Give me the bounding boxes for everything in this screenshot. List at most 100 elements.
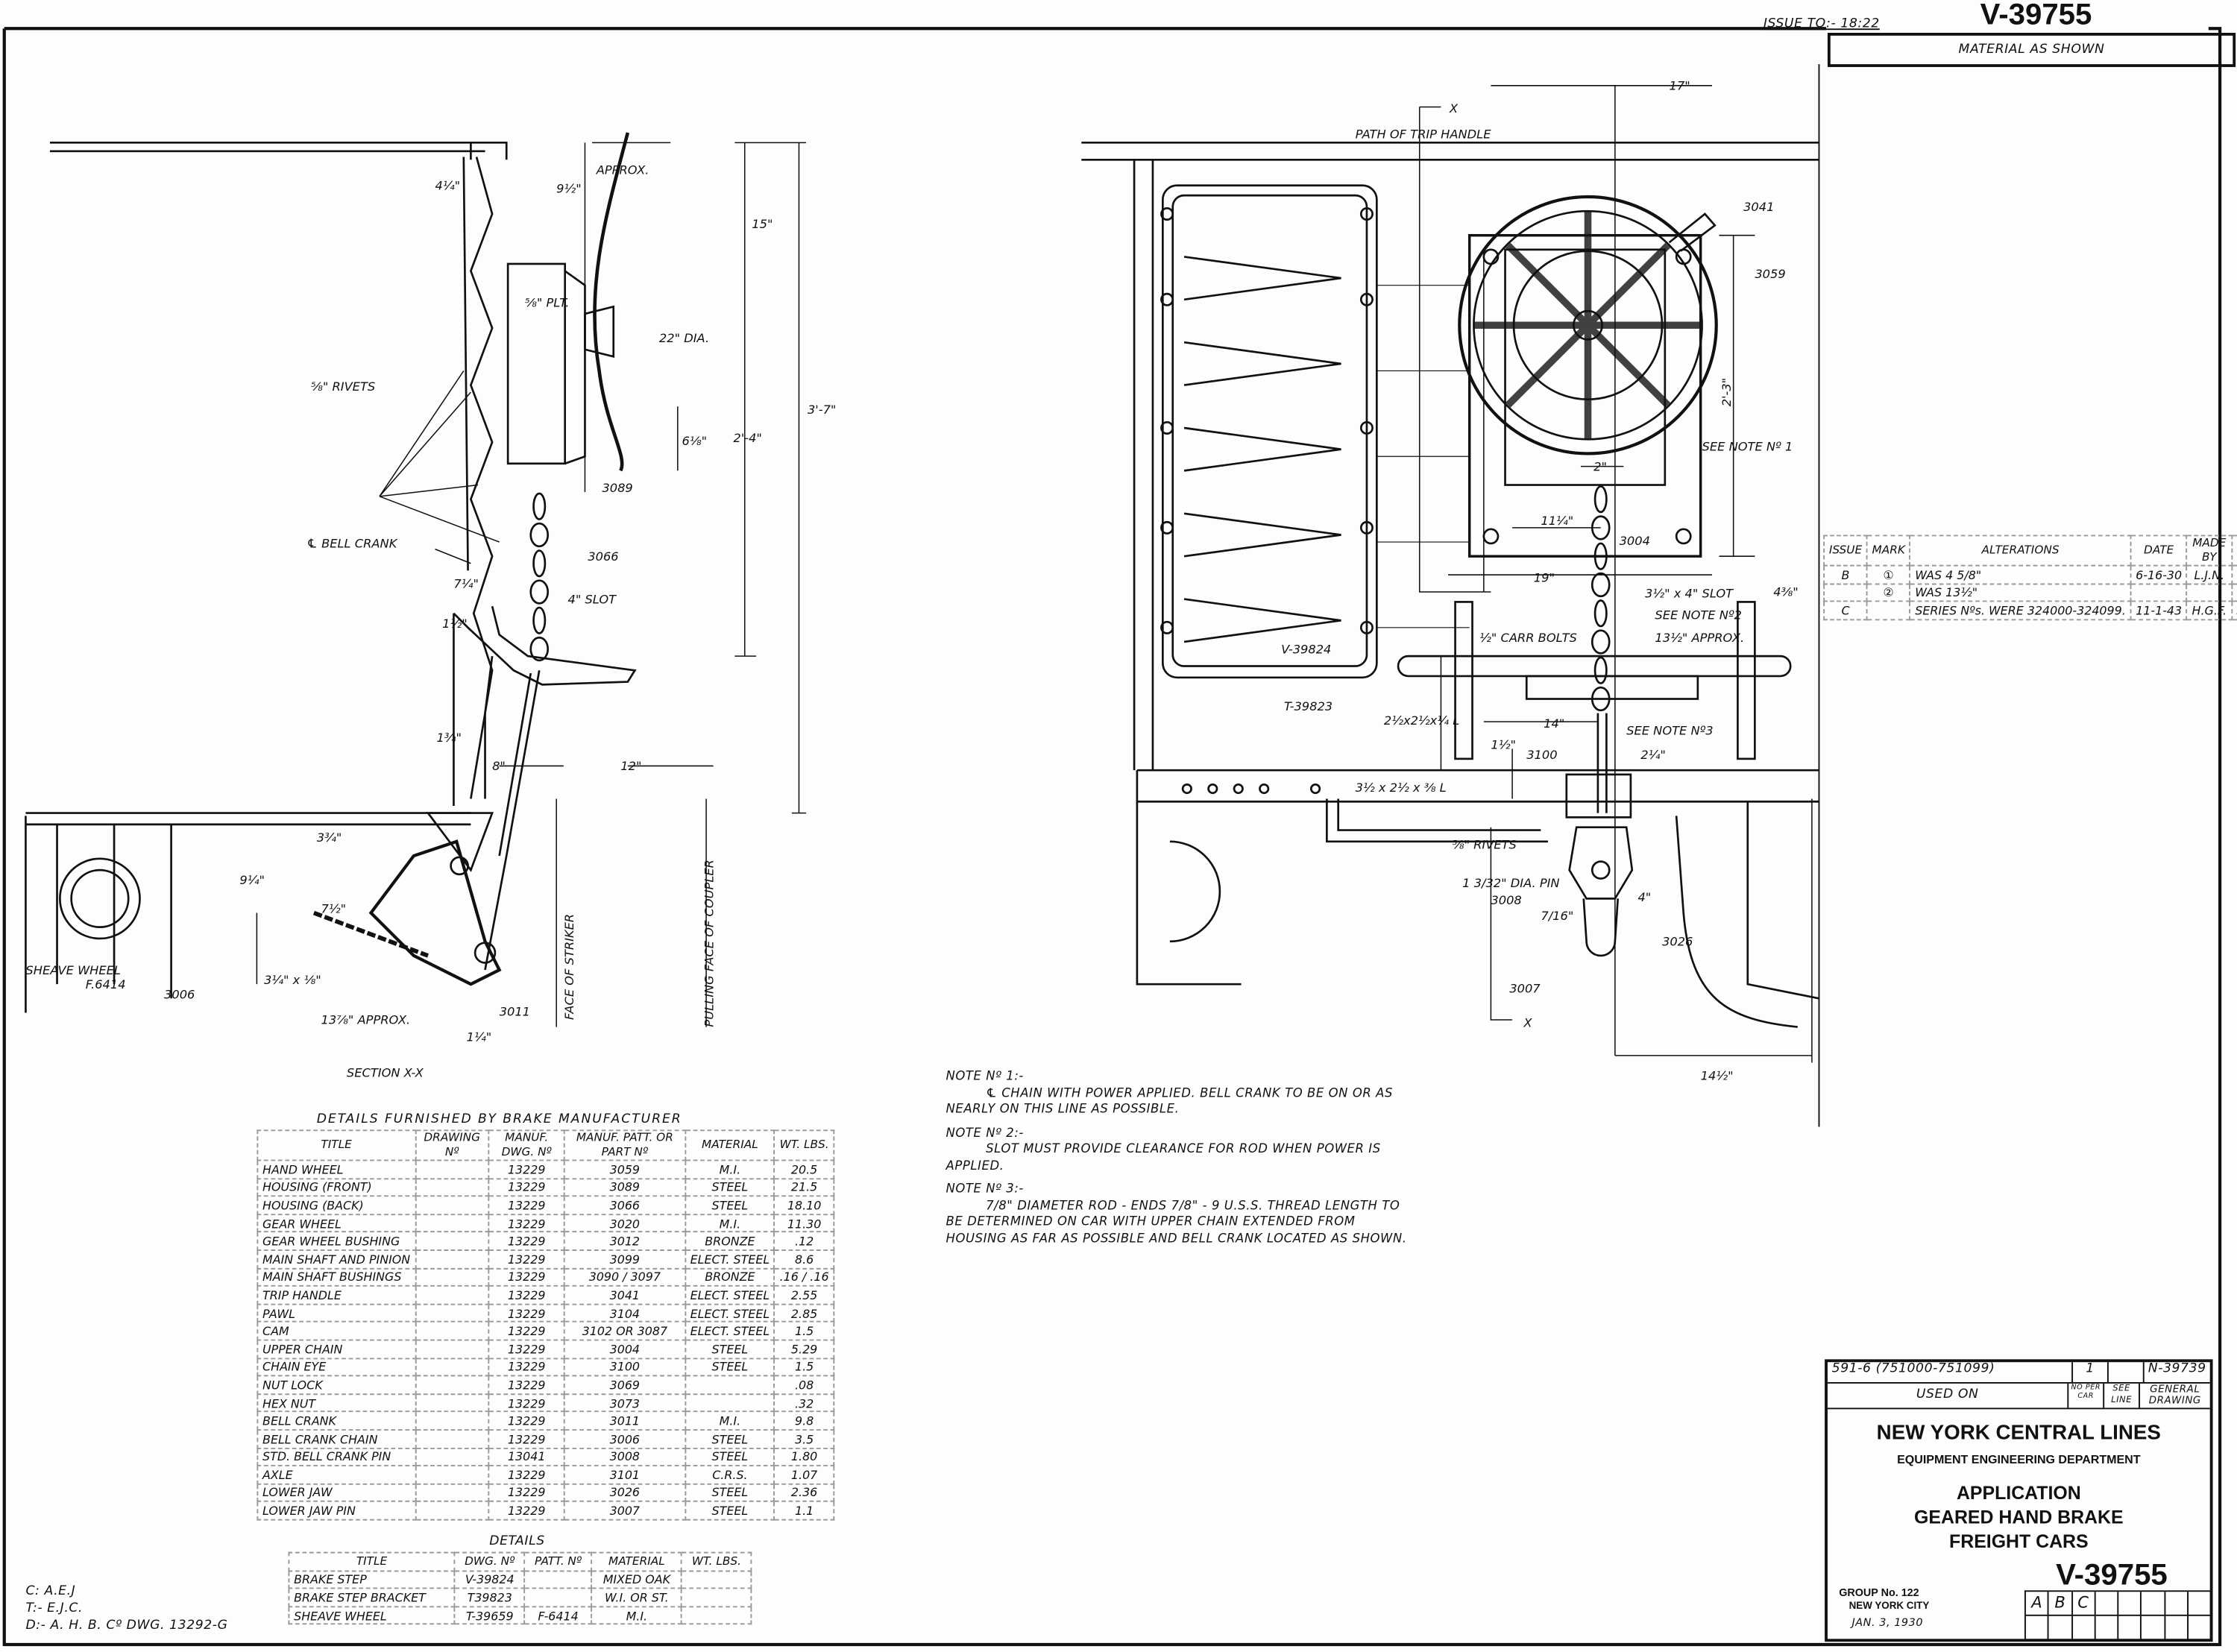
column-header: DRAWING Nº <box>414 1129 490 1161</box>
group-number: GROUP No. 122 <box>1839 1586 1919 1599</box>
manufacturer-table-caption: DETAILS FURNISHED BY BRAKE MANUFACTURER <box>316 1112 682 1127</box>
table-cell: M.I. <box>684 1213 775 1233</box>
note-title: NOTE Nº 1:- <box>946 1069 1024 1085</box>
table-cell <box>414 1159 490 1179</box>
table-cell: 3011 <box>563 1410 686 1431</box>
part-callout: 3011 <box>500 1004 530 1018</box>
part-callout: V-39824 <box>1281 642 1331 656</box>
table-cell: 13229 <box>488 1393 565 1413</box>
table-cell: 3100 <box>563 1357 686 1377</box>
dim-label: 7¼" <box>453 576 479 590</box>
dim-label: 17" <box>1670 79 1690 93</box>
dim-label: 7½" <box>321 902 346 916</box>
column-header: TITLE <box>288 1551 456 1571</box>
table-cell: SERIES Nºs. WERE 324000-324099. <box>1909 600 2132 620</box>
table-cell <box>414 1321 490 1341</box>
table-cell: 2.36 <box>773 1483 835 1503</box>
callout-label: PULLING FACE OF COUPLER <box>702 860 717 1027</box>
table-cell: GEAR WHEEL <box>257 1213 416 1233</box>
see-line-label: SEE LINE <box>2104 1383 2140 1408</box>
table-cell: M.I. <box>684 1410 775 1431</box>
part-callout: 3066 <box>588 549 618 564</box>
table-cell <box>414 1393 490 1413</box>
table-cell: 13229 <box>488 1195 565 1215</box>
table-cell: .12 <box>773 1231 835 1251</box>
table-cell: 6-16-30 <box>2130 564 2188 584</box>
drawing-number: V-39755 <box>2056 1559 2168 1592</box>
table-cell <box>1866 600 1911 620</box>
signature-line: T:- E.J.C. <box>25 1601 84 1616</box>
table-cell: C.R.S. <box>684 1465 775 1485</box>
drawing-title-1: APPLICATION <box>1956 1481 2081 1504</box>
table-cell: .16 / .16 <box>773 1267 835 1287</box>
table-cell: 13229 <box>488 1410 565 1431</box>
table-cell: BRAKE STEP <box>288 1569 456 1589</box>
material-note: MATERIAL AS SHOWN <box>1958 42 2105 57</box>
table-cell: 13229 <box>488 1357 565 1377</box>
issue-cell <box>2118 1592 2142 1616</box>
table-cell: 3041 <box>563 1285 686 1305</box>
table-cell: 3090 / 3097 <box>563 1267 686 1287</box>
table-cell: 3099 <box>563 1249 686 1269</box>
table-cell: HOUSING (BACK) <box>257 1195 416 1215</box>
table-cell: T-39659 <box>453 1605 526 1625</box>
drawing-title-2: GEARED HAND BRAKE <box>1914 1506 2124 1528</box>
table-cell <box>414 1447 490 1467</box>
callout-label: 4" SLOT <box>567 592 617 606</box>
table-cell: CAM <box>257 1321 416 1341</box>
left-view-chain <box>529 492 550 662</box>
part-callout: T-39823 <box>1284 699 1333 713</box>
table-cell: 13229 <box>488 1285 565 1305</box>
table-cell <box>414 1213 490 1233</box>
dim-label: 3¼" x ⅛" <box>264 973 321 987</box>
table-cell: LOWER JAW <box>257 1483 416 1503</box>
table-cell: 3007 <box>563 1501 686 1521</box>
table-cell: 13229 <box>488 1321 565 1341</box>
dim-label: 1½" <box>442 617 468 631</box>
table-cell: 13229 <box>488 1428 565 1448</box>
table-cell: ELECT. STEEL <box>684 1249 775 1269</box>
column-header: CHECK BY <box>2230 535 2237 567</box>
dim-label: 15" <box>752 217 773 231</box>
department-name: EQUIPMENT ENGINEERING DEPARTMENT <box>1897 1451 2141 1466</box>
dim-label: 14" <box>1544 716 1564 731</box>
table-cell: 9.8 <box>773 1410 835 1431</box>
dim-label: 12" <box>620 759 641 773</box>
note-text: 7/8" DIAMETER ROD - ENDS 7/8" - 9 U.S.S.… <box>946 1199 1407 1246</box>
issue-cell <box>2048 1615 2073 1641</box>
table-cell: 1.07 <box>773 1465 835 1485</box>
dim-label: 1½" <box>1491 737 1516 751</box>
right-view-chain <box>1591 485 1611 813</box>
dim-label: 4" <box>1637 890 1651 904</box>
table-cell: 18.10 <box>773 1195 835 1215</box>
table-cell <box>414 1410 490 1431</box>
table-cell: LOWER JAW PIN <box>257 1501 416 1521</box>
dim-label: 19" <box>1534 571 1555 585</box>
table-cell: STEEL <box>684 1501 775 1521</box>
table-cell: 2.55 <box>773 1285 835 1305</box>
dim-label: 9¼" <box>239 873 265 887</box>
part-callout: 3006 <box>164 987 195 1001</box>
callout-label: ⅝" RIVETS <box>1453 837 1517 851</box>
table-cell: 5.29 <box>773 1339 835 1359</box>
dim-label: 22" DIA. <box>659 331 709 345</box>
sheet-border <box>2 27 2222 1647</box>
table-cell <box>523 1587 593 1607</box>
table-cell <box>414 1375 490 1395</box>
part-callout: 3007 <box>1509 982 1541 996</box>
table-cell: MAIN SHAFT BUSHINGS <box>257 1267 416 1287</box>
column-header: MARK <box>1866 535 1911 567</box>
table-cell: 13229 <box>488 1249 565 1269</box>
right-view-hand-brake <box>1458 195 1718 558</box>
table-cell: 13229 <box>488 1231 565 1251</box>
dim-label: 14½" <box>1701 1068 1734 1082</box>
